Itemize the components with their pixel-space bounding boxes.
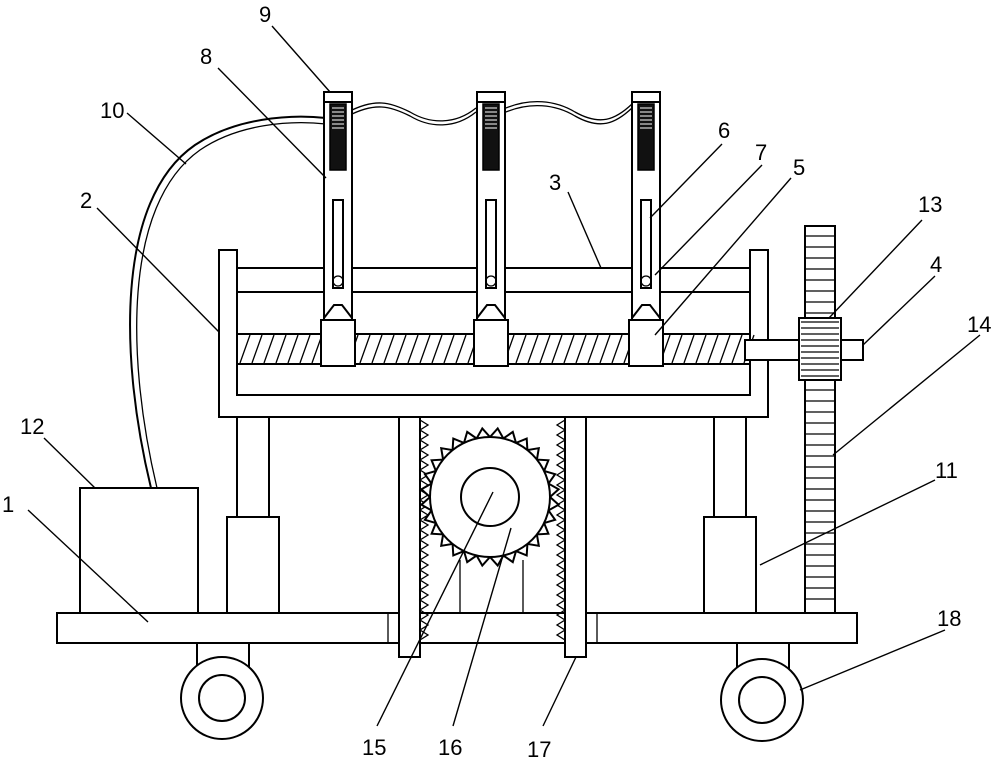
label-17: 17 (527, 737, 551, 762)
label-10: 10 (100, 98, 124, 123)
label-3: 3 (549, 170, 561, 195)
label-6: 6 (718, 118, 730, 143)
label-4: 4 (930, 252, 942, 277)
left-rack-teeth (418, 419, 430, 641)
base-plate (56, 612, 858, 644)
label-11: 11 (935, 458, 958, 483)
label-2: 2 (80, 188, 92, 213)
connecting-wire (347, 100, 633, 122)
label-15: 15 (362, 735, 386, 760)
pinion-teeth (801, 321, 839, 377)
part-labels: 1 2 3 4 5 6 7 8 9 10 11 12 13 14 15 16 1… (2, 2, 991, 762)
nozzle-assembly (320, 91, 356, 367)
label-5: 5 (793, 155, 805, 180)
right-wheel (720, 639, 804, 742)
label-12: 12 (20, 414, 44, 439)
control-box (79, 487, 199, 614)
label-7: 7 (755, 140, 767, 165)
left-support (226, 416, 280, 614)
nozzle-assembly (628, 91, 664, 367)
label-14: 14 (967, 312, 991, 337)
nozzle-assembly (473, 91, 509, 367)
vertical-rack (804, 225, 836, 614)
label-9: 9 (259, 2, 271, 27)
shaft-pinion (798, 317, 842, 381)
hose (129, 115, 327, 489)
left-wheel (180, 639, 264, 740)
right-support (703, 416, 757, 614)
label-13: 13 (918, 192, 942, 217)
label-8: 8 (200, 44, 212, 69)
label-16: 16 (438, 735, 462, 760)
leader-lines (27, 25, 981, 727)
vertical-rack-teeth (806, 235, 834, 600)
nozzle-assemblies (320, 91, 664, 367)
right-rack-teeth (555, 419, 567, 641)
label-18: 18 (937, 606, 961, 631)
label-1: 1 (2, 492, 14, 517)
